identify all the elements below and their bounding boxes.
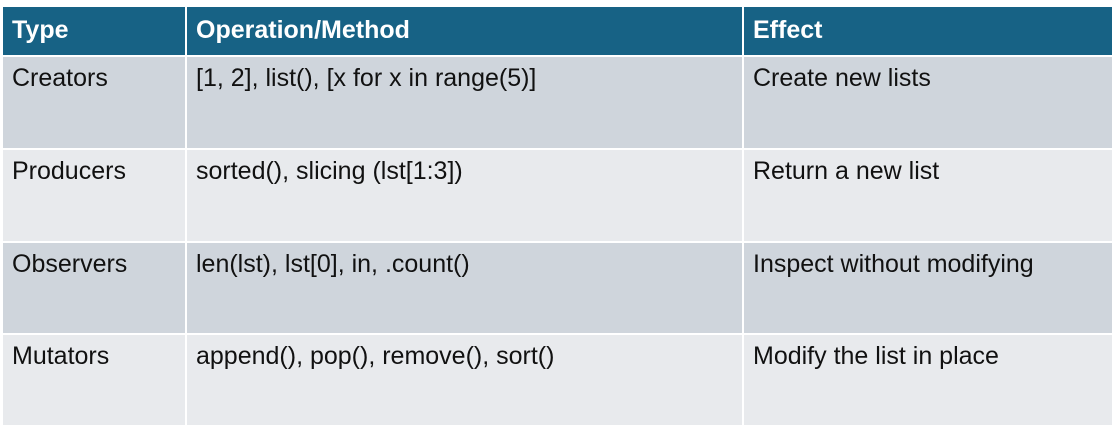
row-observers-effect: Inspect without modifying <box>742 241 1112 333</box>
row-producers-effect: Return a new list <box>742 148 1112 241</box>
header-type: Type <box>3 7 185 55</box>
header-operation-method: Operation/Method <box>185 7 742 55</box>
row-producers-type: Producers <box>3 148 185 241</box>
operations-table: Type Operation/Method Effect Creators [1… <box>3 7 1112 425</box>
row-producers-operation: sorted(), slicing (lst[1:3]) <box>185 148 742 241</box>
row-creators-effect: Create new lists <box>742 55 1112 148</box>
row-observers-type: Observers <box>3 241 185 333</box>
row-mutators-operation: append(), pop(), remove(), sort() <box>185 333 742 425</box>
row-creators-operation: [1, 2], list(), [x for x in range(5)] <box>185 55 742 148</box>
row-observers-operation: len(lst), lst[0], in, .count() <box>185 241 742 333</box>
row-mutators-effect: Modify the list in place <box>742 333 1112 425</box>
header-effect: Effect <box>742 7 1112 55</box>
row-creators-type: Creators <box>3 55 185 148</box>
row-mutators-type: Mutators <box>3 333 185 425</box>
